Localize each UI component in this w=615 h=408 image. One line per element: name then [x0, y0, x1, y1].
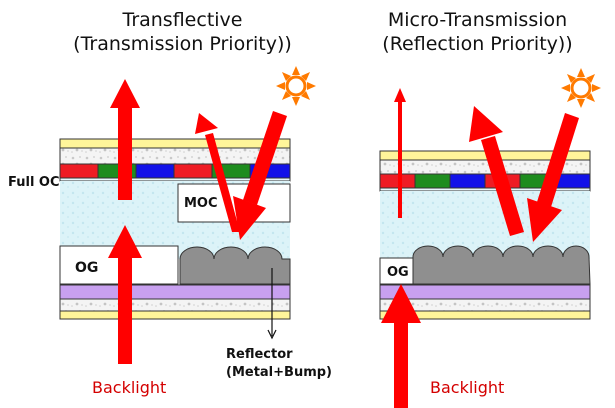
right-bottom-yellow-layer — [379, 310, 591, 320]
right-incident-light-arrow — [527, 113, 579, 242]
left-moc-label: MOC — [184, 196, 218, 211]
left-bottom-textured-layer — [59, 298, 291, 312]
left-title-line1: Transflective — [122, 9, 243, 31]
right-oc-line — [379, 187, 591, 192]
left-title: Transflective (Transmission Priority)) — [60, 8, 305, 56]
left-incident-light-arrow — [233, 111, 287, 240]
sun-icon — [276, 66, 316, 106]
left-purple-layer — [59, 284, 291, 300]
left-reflector — [179, 246, 291, 285]
left-og-label: OG — [75, 260, 99, 276]
right-title: Micro-Transmission (Reflection Priority)… — [355, 8, 600, 56]
left-full-oc-label: Full OC — [8, 175, 60, 190]
left-top-yellow-layer — [59, 138, 291, 149]
left-title-line2: (Transmission Priority)) — [73, 33, 292, 55]
left-reflector-label-line2: (Metal+Bump) — [226, 365, 332, 380]
left-reflector-label: Reflector (Metal+Bump) — [226, 346, 332, 382]
left-reflected-arrow — [195, 113, 240, 232]
right-title-line1: Micro-Transmission — [387, 9, 568, 31]
reflector-pointer — [267, 268, 277, 340]
right-thin-transmission-arrow — [394, 88, 406, 218]
left-backlight-arrow — [108, 225, 142, 364]
left-top-textured-layer — [59, 147, 291, 165]
right-title-line2: (Reflection Priority)) — [382, 33, 573, 55]
left-backlight-label: Backlight — [92, 378, 167, 397]
left-bottom-yellow-layer — [59, 310, 291, 320]
right-purple-layer — [379, 284, 591, 300]
right-stack — [379, 150, 591, 320]
right-backlight-label: Backlight — [430, 378, 505, 397]
left-upward-transmission-arrow — [110, 79, 140, 200]
right-reflector — [412, 245, 591, 285]
right-og-label: OG — [387, 265, 409, 280]
sun-icon — [561, 68, 601, 108]
right-backlight-arrow — [381, 284, 421, 408]
left-reflector-label-line1: Reflector — [226, 347, 293, 362]
right-reflected-arrow — [469, 106, 524, 236]
right-og-block — [379, 257, 414, 285]
